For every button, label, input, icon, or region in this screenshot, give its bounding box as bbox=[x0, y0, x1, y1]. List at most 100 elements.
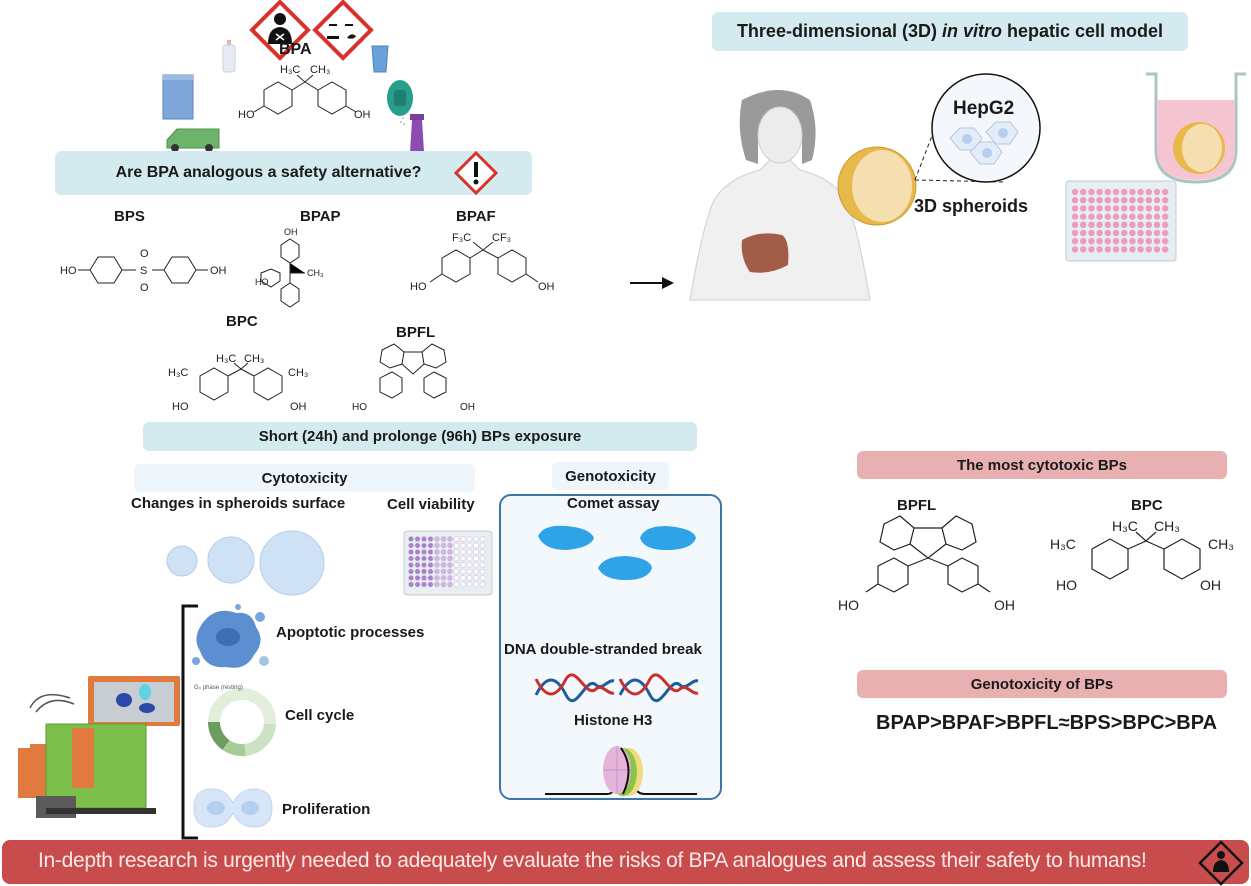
comet-cells-icon bbox=[538, 525, 696, 580]
viability-well bbox=[427, 555, 434, 562]
plate-well bbox=[1153, 238, 1161, 245]
plate-well bbox=[1096, 213, 1103, 220]
plate-well bbox=[1129, 238, 1136, 245]
plate-well bbox=[1088, 246, 1095, 253]
viability-well bbox=[447, 542, 453, 549]
plate-well bbox=[1153, 213, 1161, 220]
viability-well bbox=[421, 542, 427, 549]
viability-well bbox=[453, 542, 460, 549]
bpap-label: BPAP bbox=[300, 208, 341, 225]
plate-well bbox=[1162, 229, 1169, 237]
plate-well bbox=[1080, 229, 1087, 237]
plate-well bbox=[1096, 188, 1103, 196]
viability-well bbox=[473, 555, 479, 562]
plate-well bbox=[1096, 246, 1103, 253]
plate-well bbox=[1104, 238, 1111, 245]
cell-cycle-ring-icon: G₀ phase (resting) bbox=[194, 685, 276, 757]
flow-bracket bbox=[181, 604, 198, 840]
viability-well bbox=[434, 536, 440, 542]
viability-well bbox=[473, 536, 479, 542]
bpc-oh: OH bbox=[290, 401, 307, 413]
plate-well bbox=[1088, 197, 1095, 204]
plate-well bbox=[1121, 205, 1128, 212]
genotoxicity-results-title: Genotoxicity of BPs bbox=[970, 675, 1114, 693]
plate-well bbox=[1088, 205, 1095, 212]
bpc-h3c-ring: H₃C bbox=[168, 367, 188, 379]
bps-label: BPS bbox=[114, 208, 145, 225]
viability-well bbox=[460, 536, 466, 542]
bpap-ch3: CH₃ bbox=[307, 268, 324, 278]
viability-well bbox=[414, 575, 421, 581]
spray-bottle-icon bbox=[400, 114, 424, 152]
viability-well bbox=[421, 575, 427, 581]
plate-well bbox=[1080, 213, 1087, 220]
viability-well bbox=[427, 568, 434, 575]
viability-well bbox=[427, 536, 434, 542]
plate-well bbox=[1104, 213, 1111, 220]
bpc-ch3: CH₃ bbox=[244, 353, 264, 365]
delivery-van-icon bbox=[166, 128, 220, 152]
viability-well bbox=[414, 555, 421, 562]
viability-well bbox=[440, 536, 447, 542]
viability-well bbox=[479, 536, 486, 542]
viability-well bbox=[453, 581, 460, 588]
baby-bottle-icon bbox=[222, 40, 236, 73]
plate-well bbox=[1162, 197, 1169, 204]
bps-s: S bbox=[140, 265, 147, 277]
model-title-italic: in vitro bbox=[941, 21, 1002, 41]
viability-well bbox=[447, 581, 453, 588]
comet-assay-label: Comet assay bbox=[567, 495, 660, 512]
plate-well bbox=[1096, 238, 1103, 245]
viability-well bbox=[408, 562, 414, 568]
cytotoxic-results-banner: The most cytotoxic BPs bbox=[857, 451, 1227, 479]
plate-well bbox=[1071, 188, 1079, 196]
viability-well bbox=[466, 542, 473, 549]
plate-well bbox=[1112, 229, 1120, 237]
viability-well bbox=[473, 575, 479, 581]
viability-well bbox=[460, 568, 466, 575]
plate-well bbox=[1104, 188, 1111, 196]
plate-well bbox=[1129, 229, 1136, 237]
plate-well bbox=[1088, 188, 1095, 196]
plate-well bbox=[1153, 229, 1161, 237]
plate-well bbox=[1121, 188, 1128, 196]
plate-well bbox=[1071, 238, 1079, 245]
plate-well bbox=[1071, 197, 1079, 204]
dna-break-icon bbox=[534, 673, 699, 703]
viability-well bbox=[447, 536, 453, 542]
viability-well bbox=[460, 581, 466, 588]
bpc-ho: HO bbox=[172, 401, 189, 413]
plate-well bbox=[1071, 205, 1079, 212]
viability-well bbox=[479, 555, 486, 562]
plate-well bbox=[1104, 205, 1111, 212]
bps-oh: OH bbox=[210, 265, 227, 277]
genotoxicity-results-banner: Genotoxicity of BPs bbox=[857, 670, 1227, 698]
bpc-structure: H₃C CH₃ H₃C CH₃ HO OH bbox=[168, 353, 308, 413]
result-bpfl-structure: HO OH bbox=[838, 515, 1015, 613]
viability-well bbox=[466, 562, 473, 568]
plate-well bbox=[1080, 197, 1087, 204]
result-bpc-structure: H₃C CH₃ H₃C CH₃ HO OH bbox=[1050, 518, 1234, 593]
plate-well bbox=[1137, 213, 1144, 220]
plate-well bbox=[1129, 213, 1136, 220]
plate-well bbox=[1096, 205, 1103, 212]
cytotoxic-results-title: The most cytotoxic BPs bbox=[956, 456, 1128, 474]
plate-well bbox=[1137, 238, 1144, 245]
bpaf-f3c: F₃C bbox=[452, 232, 471, 244]
result-bpfl-label: BPFL bbox=[897, 497, 937, 514]
viability-well bbox=[427, 562, 434, 568]
plate-well bbox=[1162, 213, 1169, 220]
viability-well bbox=[466, 555, 473, 562]
histone-label: Histone H3 bbox=[574, 712, 653, 729]
health-hazard-icon bbox=[249, 0, 311, 61]
cell-viability-label: Cell viability bbox=[387, 496, 475, 513]
model-title-pre: Three-dimensional (3D) bbox=[736, 21, 942, 41]
viability-well bbox=[453, 549, 460, 555]
bpap-ho: HO bbox=[255, 277, 269, 287]
plate-well bbox=[1162, 188, 1169, 196]
plate-well bbox=[1145, 246, 1152, 253]
health-hazard-banner-icon bbox=[1198, 840, 1244, 886]
cell-viability-plate bbox=[403, 530, 493, 596]
result-bpc-h3c-ring: H₃C bbox=[1050, 536, 1076, 552]
viability-well bbox=[466, 581, 473, 588]
